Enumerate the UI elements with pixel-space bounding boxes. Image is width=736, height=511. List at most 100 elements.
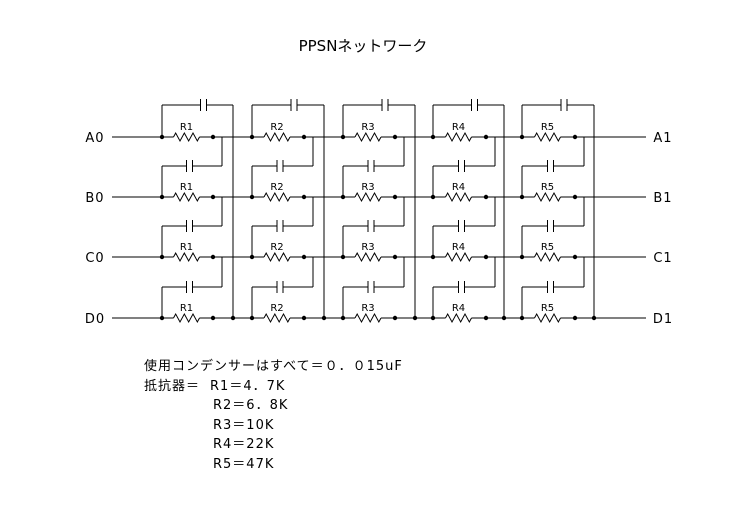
junction-dot — [340, 134, 346, 140]
resistor-label: R5 — [541, 122, 554, 133]
junction-dot — [340, 315, 346, 321]
component-notes: 使用コンデンサーはすべて＝０．０15uF 抵抗器＝R1＝4．7K R2＝6．8K… — [144, 357, 403, 474]
resistor-r2 — [263, 312, 291, 324]
junction-dot — [430, 134, 436, 140]
junction-dot — [340, 194, 346, 200]
resistor-label: R4 — [452, 303, 465, 314]
output-label: B1 — [653, 191, 672, 206]
resistor-label: R2 — [270, 182, 283, 193]
resistor-label: R4 — [452, 122, 465, 133]
junction-dot — [210, 194, 216, 200]
resistor-value-r1: R1＝4．7K — [210, 378, 286, 394]
resistor-heading: 抵抗器＝ — [144, 378, 201, 394]
junction-dot — [392, 194, 398, 200]
input-label: A0 — [85, 131, 104, 146]
resistor-zigzag — [534, 312, 561, 324]
resistor-r2 — [263, 131, 291, 143]
junction-dot — [412, 315, 418, 321]
resistor-label: R1 — [180, 182, 193, 193]
resistor-value-r4: R4＝22K — [213, 437, 275, 452]
resistor-zigzag — [173, 131, 200, 143]
junction-dot — [572, 134, 578, 140]
resistor-zigzag — [263, 312, 291, 324]
capacitor — [186, 160, 193, 172]
resistor-r5 — [534, 191, 561, 203]
resistor-r1 — [173, 131, 200, 143]
junction-dot — [249, 194, 255, 200]
resistor-r4 — [445, 131, 472, 143]
junction-dot — [501, 315, 507, 321]
resistor-zigzag — [354, 312, 382, 324]
capacitor — [458, 160, 465, 172]
resistor-zigzag — [445, 191, 472, 203]
input-label: C0 — [85, 251, 104, 266]
junction-dot — [210, 134, 216, 140]
junction-dot — [430, 315, 436, 321]
junction-dot — [392, 254, 398, 260]
resistor-zigzag — [263, 251, 291, 263]
resistor-label: R1 — [180, 122, 193, 133]
junction-dot — [249, 134, 255, 140]
resistor-label: R3 — [361, 122, 374, 133]
capacitor-note: 使用コンデンサーはすべて＝０．０15uF — [144, 359, 403, 374]
junction-dot — [392, 315, 398, 321]
resistor-zigzag — [354, 191, 382, 203]
junction-dot — [210, 254, 216, 260]
input-label: B0 — [85, 191, 104, 206]
junction-dot — [519, 315, 525, 321]
resistor-zigzag — [354, 131, 382, 143]
capacitor — [276, 281, 284, 293]
junction-dot — [483, 194, 489, 200]
resistor-label: R1 — [180, 242, 193, 253]
junction-dot — [430, 194, 436, 200]
resistor-label: R5 — [541, 303, 554, 314]
junction-dot — [249, 254, 255, 260]
junction-dot — [572, 194, 578, 200]
junction-dot — [301, 194, 307, 200]
resistor-label: R4 — [452, 242, 465, 253]
junction-dot — [249, 315, 255, 321]
capacitor — [471, 99, 478, 111]
resistor-label: R5 — [541, 242, 554, 253]
resistor-label: R3 — [361, 303, 374, 314]
junction-dot — [301, 254, 307, 260]
resistor-value-r3: R3＝10K — [213, 417, 275, 433]
junction-dot — [301, 134, 307, 140]
resistor-zigzag — [445, 312, 472, 324]
junction-dot — [159, 194, 165, 200]
resistor-label: R2 — [270, 242, 283, 253]
resistor-zigzag — [354, 251, 382, 263]
capacitor — [458, 220, 465, 232]
capacitor — [186, 220, 193, 232]
capacitor — [367, 160, 375, 172]
junction-dot — [321, 315, 327, 321]
junction-dot — [210, 315, 216, 321]
resistor-r2 — [263, 191, 291, 203]
capacitor — [381, 99, 389, 111]
capacitor — [547, 220, 554, 232]
junction-dot — [392, 134, 398, 140]
junction-dot — [159, 315, 165, 321]
resistor-r1 — [173, 251, 200, 263]
capacitor — [186, 281, 193, 293]
resistor-r4 — [445, 312, 472, 324]
resistor-zigzag — [173, 191, 200, 203]
resistor-zigzag — [173, 251, 200, 263]
resistor-r3 — [354, 251, 382, 263]
resistor-r2 — [263, 251, 291, 263]
junction-dot — [483, 315, 489, 321]
junction-dot — [301, 315, 307, 321]
capacitor — [458, 281, 465, 293]
junction-dot — [591, 315, 597, 321]
junction-dot — [340, 254, 346, 260]
capacitor — [276, 220, 284, 232]
junction-dot — [519, 194, 525, 200]
junction-dot — [519, 134, 525, 140]
resistor-zigzag — [263, 191, 291, 203]
output-label: D1 — [653, 312, 673, 327]
capacitor — [367, 281, 375, 293]
resistor-label: R4 — [452, 182, 465, 193]
